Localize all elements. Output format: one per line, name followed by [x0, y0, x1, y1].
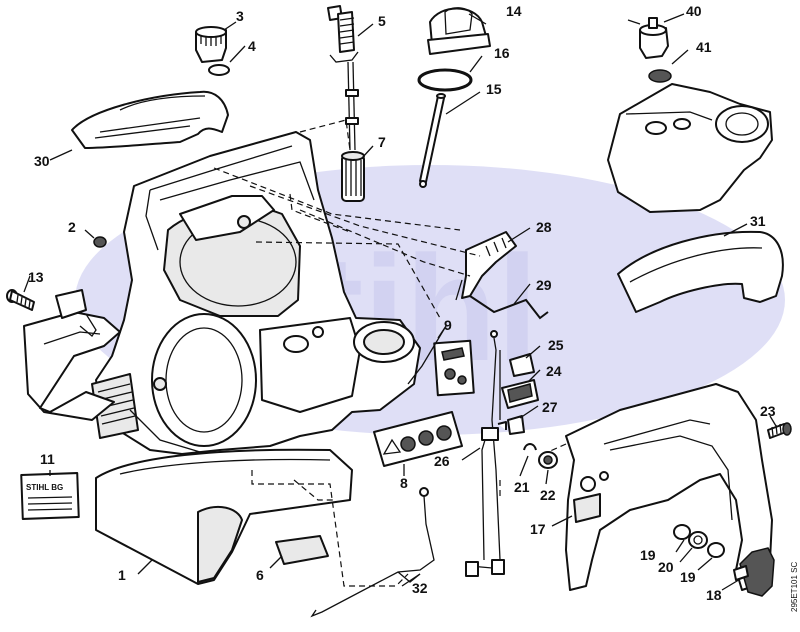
main-housing[interactable] [91, 131, 421, 455]
label-32: 32 [412, 580, 428, 596]
label-19b: 19 [680, 569, 696, 585]
part-19-washer-b[interactable] [707, 542, 725, 558]
assembly-lines [213, 119, 567, 587]
part-2-grommet[interactable] [93, 236, 107, 248]
label-41: 41 [696, 39, 712, 55]
part-8-warning-decal[interactable] [373, 411, 463, 467]
part-13-screw[interactable] [6, 289, 35, 311]
label-13: 13 [28, 269, 44, 285]
label-3: 3 [236, 8, 244, 24]
label-16: 16 [494, 45, 510, 61]
label-23: 23 [760, 403, 776, 419]
label-25: 25 [548, 337, 564, 353]
label-9: 9 [444, 317, 452, 333]
label-5: 5 [378, 13, 386, 29]
label-1: 1 [118, 567, 126, 583]
part-15-filler-insert[interactable] [419, 93, 446, 188]
label-4: 4 [248, 38, 256, 54]
label-24: 24 [546, 363, 562, 379]
label-19a: 19 [640, 547, 656, 563]
label-11: 11 [40, 451, 55, 467]
leader-lines [23, 13, 777, 591]
part-32-throttle-cable[interactable] [310, 487, 435, 618]
label-28: 28 [536, 219, 552, 235]
part-7-fuel-filter[interactable] [341, 151, 365, 202]
part-5-fuel-pickup[interactable] [327, 5, 359, 151]
label-8: 8 [400, 475, 408, 491]
label-27: 27 [542, 399, 558, 415]
label-7: 7 [378, 134, 386, 150]
part-11-decal[interactable]: STIHL BG [20, 472, 80, 520]
part-labels: 3 4 5 7 14 16 15 40 41 30 31 28 2 13 29 … [28, 3, 799, 612]
fuel-tank[interactable] [607, 83, 773, 213]
label-2: 2 [68, 219, 76, 235]
part-11-decal-brand: STIHL BG [26, 483, 63, 492]
label-14: 14 [506, 3, 522, 19]
part-22-bushing[interactable] [538, 451, 558, 469]
wire-harness[interactable] [465, 330, 505, 577]
drawing-code: 295ET101 SC [790, 562, 799, 612]
part-30-handle-molding[interactable] [71, 90, 229, 149]
part-25-switch-cap[interactable] [509, 353, 535, 377]
part-20-washer-inner [693, 535, 703, 545]
part-14-fuel-cap[interactable] [427, 7, 491, 55]
part-41-grommet[interactable] [648, 69, 672, 83]
part-19-washer-a[interactable] [673, 524, 691, 540]
part-20-washer[interactable] [688, 531, 708, 549]
left-connector[interactable] [23, 289, 121, 421]
part-17-rear-handle[interactable] [565, 383, 773, 591]
label-18: 18 [706, 587, 722, 603]
part-4-o-ring[interactable] [208, 64, 230, 76]
label-6: 6 [256, 567, 264, 583]
label-30: 30 [34, 153, 50, 169]
part-28-throttle-trigger[interactable] [455, 231, 517, 301]
label-20: 20 [658, 559, 674, 575]
part-40-vent-valve[interactable] [627, 17, 669, 59]
part-27-contact[interactable] [497, 415, 525, 435]
part-1-duct[interactable] [95, 448, 353, 585]
label-40: 40 [686, 3, 702, 19]
part-9-label[interactable] [433, 339, 475, 397]
label-26: 26 [434, 453, 450, 469]
part-6-pad[interactable] [275, 535, 329, 565]
part-21-clip[interactable] [523, 443, 537, 451]
label-31: 31 [750, 213, 766, 229]
part-23-screw[interactable] [767, 422, 792, 439]
label-17: 17 [530, 521, 546, 537]
part-18-knob[interactable] [733, 547, 775, 597]
label-21: 21 [514, 479, 530, 495]
part-16-cap-seal[interactable] [417, 68, 473, 92]
part-31-handle-cover[interactable] [617, 230, 784, 313]
label-22: 22 [540, 487, 556, 503]
label-29: 29 [536, 277, 552, 293]
part-24-stop-switch[interactable] [501, 379, 539, 409]
part-29-throttle-rod[interactable] [469, 295, 549, 320]
label-15: 15 [486, 81, 502, 97]
part-3-connector[interactable] [195, 26, 227, 63]
